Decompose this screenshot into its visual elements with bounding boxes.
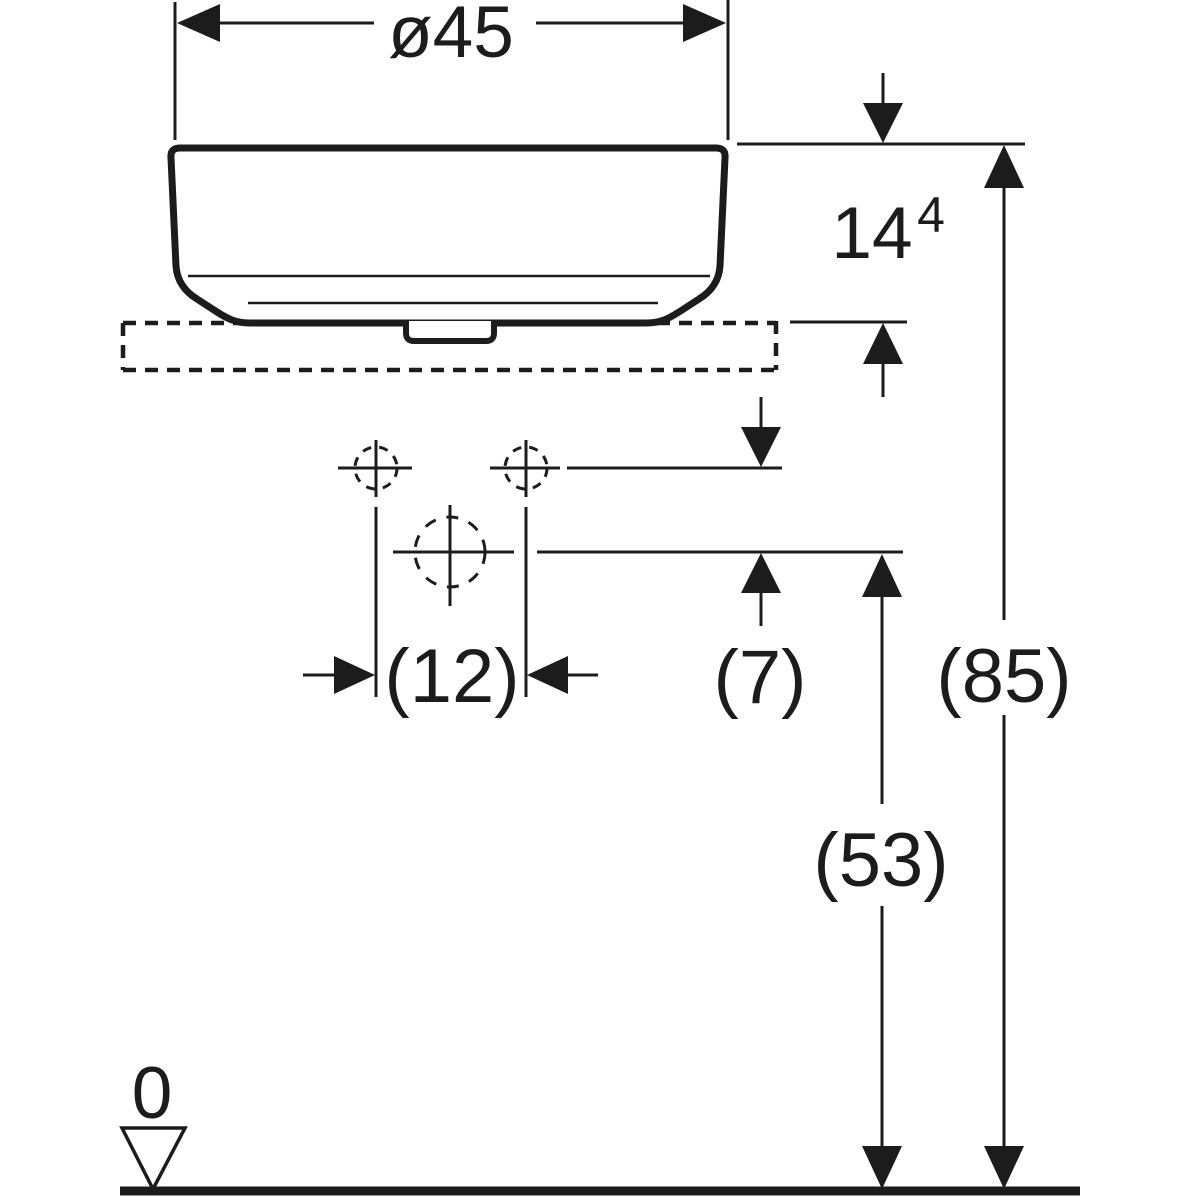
faucet-hole-dashed-circle (503, 445, 549, 491)
drain-outlet-stub (403, 321, 497, 344)
arrow-left-icon (527, 656, 568, 694)
countertop-outline (120, 320, 779, 373)
drain-dashed-circle (413, 515, 487, 589)
arrow-up-icon (984, 145, 1024, 188)
faucet-hole-dashed-circle (353, 445, 399, 491)
dim-hole-to-drain-offset: (7) (714, 397, 807, 720)
arrow-up-icon (741, 553, 781, 593)
arrow-down-icon (741, 427, 781, 467)
arrow-down-icon (984, 1146, 1024, 1189)
rim-above-counter-label: 14 (831, 193, 912, 274)
arrow-down-icon (862, 1146, 902, 1189)
arrow-right-icon (683, 4, 726, 42)
faucet-hole-mark-left (338, 440, 412, 697)
hole-spacing-label: (12) (384, 634, 519, 719)
drain-height-label: (53) (813, 818, 948, 903)
arrow-left-icon (177, 4, 220, 42)
basin-outline (167, 144, 729, 327)
drain-center-mark (393, 505, 514, 606)
arrow-down-icon (863, 103, 903, 143)
datum-triangle-icon (119, 1126, 188, 1193)
floor-datum: 0 (119, 1053, 188, 1193)
dim-drain-height: (53) (813, 554, 949, 1189)
dim-faucet-hole-spacing: (12) (303, 634, 598, 719)
washbasin-profile (167, 144, 729, 344)
dim-diameter: ø45 (173, 0, 730, 140)
faucet-hole-mark-right (490, 440, 560, 697)
hole-drain-offset-label: (7) (714, 635, 807, 720)
diameter-label: ø45 (388, 0, 514, 73)
rim-height-label: (85) (936, 634, 1071, 719)
dim-rim-height: (85) (936, 145, 1072, 1189)
rim-above-counter-tolerance-superscript: 4 (917, 187, 945, 243)
arrow-right-icon (334, 656, 375, 694)
datum-zero-label: 0 (132, 1053, 173, 1134)
dim-rim-above-counter: 14 4 (737, 73, 1025, 397)
arrow-up-icon (863, 323, 903, 364)
arrow-up-icon (862, 554, 902, 597)
